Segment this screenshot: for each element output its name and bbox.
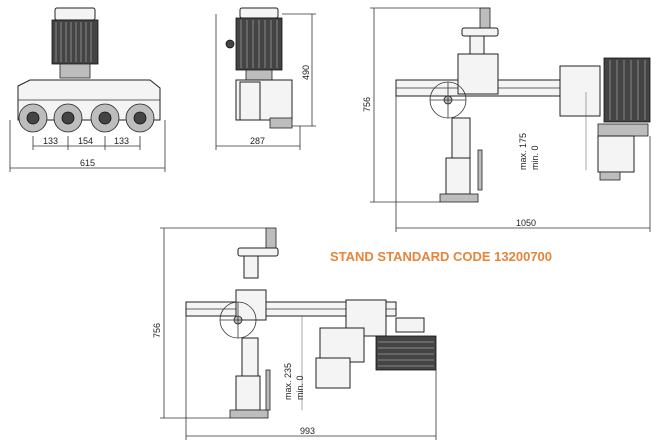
dim-max-235: max. 235 [283,363,293,400]
dim-133-right: 133 [114,136,129,146]
dim-615: 615 [80,158,95,168]
dim-287: 287 [250,136,265,146]
front-view-feeder: 133 154 133 615 [9,7,166,172]
side-view-feeder: 287 490 [215,7,316,150]
dim-154: 154 [78,136,93,146]
dim-min-0-top: min. 0 [530,145,540,170]
dim-993: 993 [300,426,315,436]
dim-490: 490 [301,65,311,80]
dim-min-0-bottom: min. 0 [295,375,305,400]
stand-code-title: STAND STANDARD CODE 13200700 [330,249,552,264]
dim-1050: 1050 [516,218,536,228]
dim-756-top: 756 [362,97,372,112]
stand-assembly-top: max. 175 min. 0 756 1050 [362,7,651,232]
dim-133-left: 133 [43,136,58,146]
stand-assembly-bottom: max. 235 min. 0 756 993 [152,227,437,440]
dim-756-bottom: 756 [152,323,162,338]
dim-max-175: max. 175 [518,133,528,170]
